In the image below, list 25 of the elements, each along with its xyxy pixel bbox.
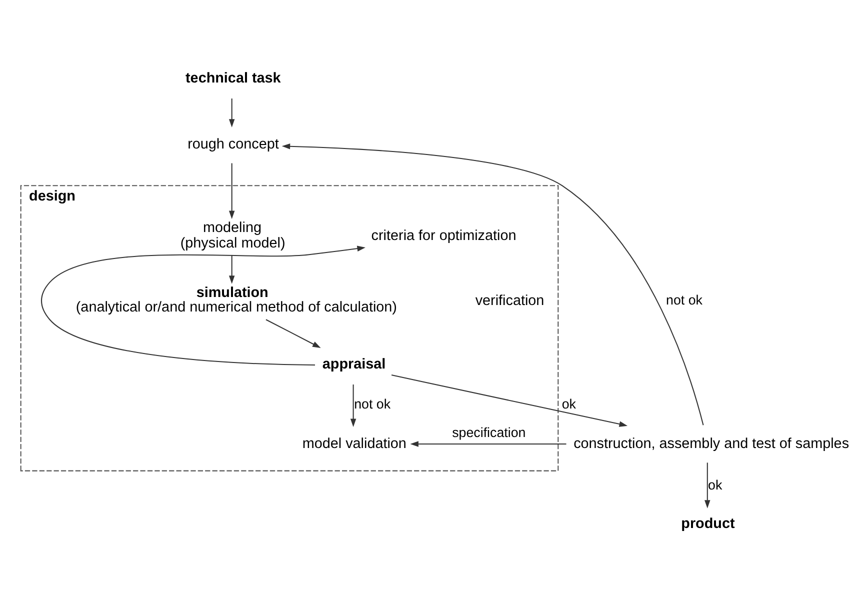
node-text: rough concept	[188, 136, 279, 152]
arrow	[410, 441, 566, 447]
arrow	[350, 384, 356, 427]
arrow	[228, 163, 235, 219]
arrow	[282, 144, 704, 426]
edge-label: not ok	[666, 292, 702, 308]
arrow	[228, 254, 235, 284]
node-text: model validation	[302, 436, 406, 452]
node-text: modeling (physical model)	[180, 220, 286, 252]
label: verification	[475, 292, 544, 309]
arrow	[228, 98, 235, 128]
arrow	[266, 319, 321, 348]
edge-label: ok	[708, 478, 722, 493]
node-text: construction, assembly and test of samples	[574, 436, 850, 452]
edge-label: ok	[562, 396, 576, 412]
edge-label: not ok	[354, 396, 391, 412]
node-text: technical task	[186, 70, 281, 86]
arrow	[391, 374, 628, 427]
node-text: criteria for optimization	[371, 228, 516, 244]
node-text: product	[681, 516, 735, 532]
arrow	[41, 246, 366, 366]
arrow	[704, 462, 710, 508]
edge-label: specification	[452, 425, 526, 440]
node-text: simulation (analytical or/and numerical method of calculation)	[76, 285, 397, 316]
node-text: appraisal	[322, 356, 386, 373]
